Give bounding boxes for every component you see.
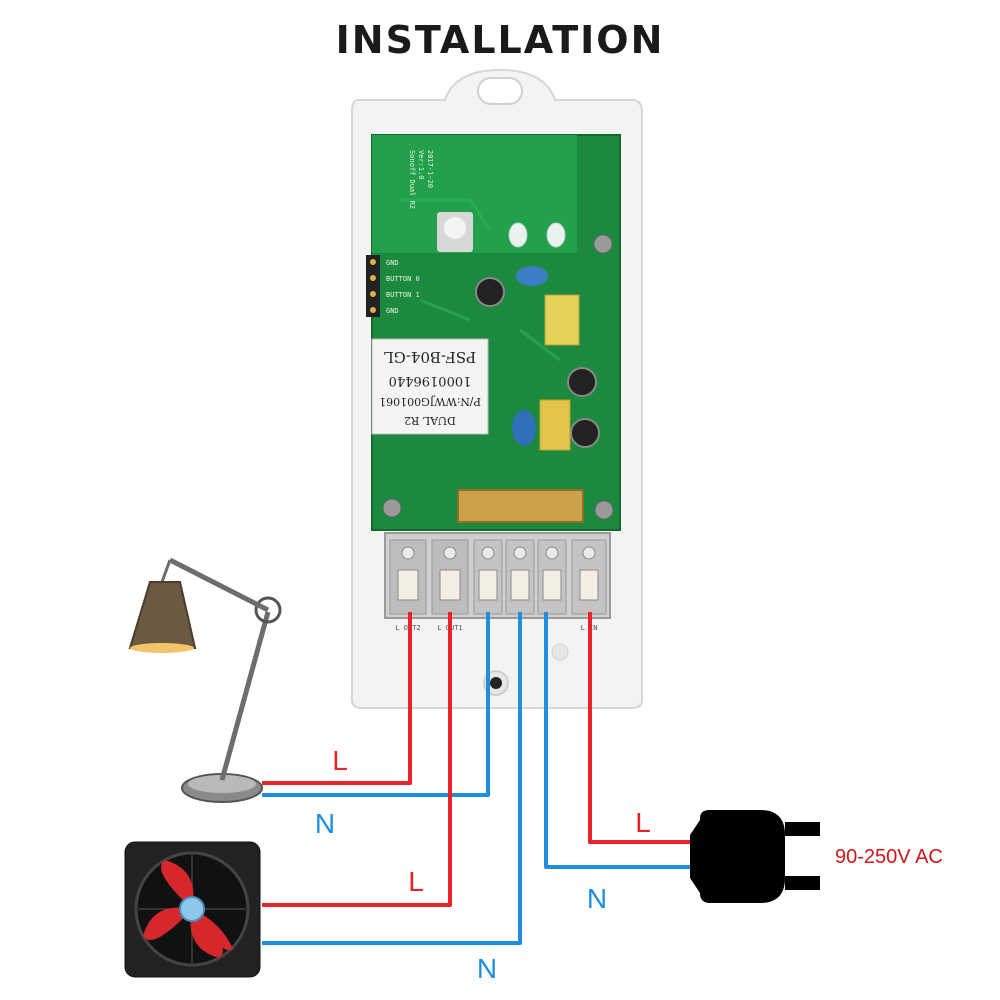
board-version-text: Ver:1.0 — [417, 150, 425, 180]
wifi-module — [372, 135, 577, 253]
pin-label: BUTTON 0 — [386, 275, 420, 283]
sticker-line: 1000196440 — [389, 373, 472, 388]
capacitor-blue — [512, 410, 536, 446]
power-plug-icon — [690, 810, 820, 903]
relay-sticker: DUAL R2 P/N:WWJG001061 1000196440 PSF-B0… — [371, 338, 489, 435]
exhaust-fan-icon — [124, 841, 261, 978]
fan-neutral-label: N — [477, 953, 497, 984]
fan-live-label: L — [408, 866, 424, 897]
led-indicator — [508, 222, 528, 248]
sticker-line: PSF-B04-GL — [384, 348, 476, 366]
pcb-board: GND BUTTON 0 BUTTON 1 GND Sonoff Dual R2… — [366, 134, 621, 531]
pin-header — [366, 255, 380, 317]
pin-label: GND — [386, 259, 399, 267]
lamp-live-wire — [262, 612, 412, 785]
screw — [594, 500, 614, 520]
lamp-neutral-label: N — [315, 808, 335, 839]
sticker-line: P/N:WWJG001061 — [379, 395, 481, 408]
plug-neutral-label: N — [587, 883, 607, 914]
plug-live-wire — [588, 612, 700, 844]
screw — [382, 498, 402, 518]
desk-lamp-icon — [128, 557, 282, 803]
terminal-block: L OUT2 L OUT1 L IN — [384, 532, 611, 632]
board-date-text: 2017-1-20 — [426, 150, 434, 188]
transformer — [544, 294, 580, 346]
lamp-neutral-wire — [262, 612, 490, 797]
capacitor — [570, 418, 600, 448]
plug-neutral-wire — [544, 612, 700, 869]
pin-label: BUTTON 1 — [386, 291, 420, 299]
fuse-capacitor — [539, 399, 571, 451]
supply-voltage-label: 90-250V AC — [835, 846, 943, 868]
fan-neutral-wire — [262, 612, 522, 945]
fan-live-wire — [262, 612, 452, 907]
sticker-line: DUAL R2 — [404, 414, 456, 427]
mounting-slot — [477, 77, 523, 105]
diagram-title: INSTALLATION — [335, 18, 665, 62]
board-model-text: Sonoff Dual R2 — [408, 150, 416, 209]
capacitor — [475, 277, 505, 307]
pin-label: GND — [386, 307, 399, 315]
capacitor-blue — [516, 266, 548, 286]
lamp-live-label: L — [332, 745, 348, 776]
capacitor — [567, 367, 597, 397]
screw — [593, 234, 613, 254]
relay-bar — [457, 489, 584, 523]
led-indicator — [546, 222, 566, 248]
plug-live-label: L — [635, 807, 651, 838]
